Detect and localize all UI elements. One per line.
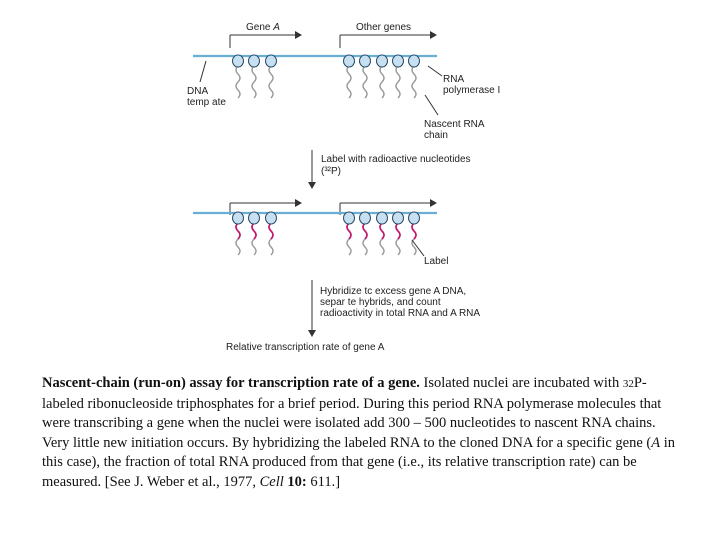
nascent-rna-chain <box>411 65 417 99</box>
caption-pages: 611.] <box>306 473 341 490</box>
rna-polymerase <box>343 211 355 225</box>
run-on-assay-diagram: Gene A Other genes DNA temp ate RNA poly… <box>187 22 500 353</box>
result-label: Relative transcription rate of gene A <box>226 342 385 353</box>
polymerase-row-bottom <box>232 211 420 256</box>
caption-volume: 10: <box>287 473 307 490</box>
caption-body-1: Isolated nuclei are incubated with <box>419 375 623 391</box>
gene-a-arrowhead-2 <box>295 199 302 207</box>
polymerase-pointer <box>427 65 443 77</box>
label-label: Label <box>424 256 448 267</box>
labeled-rna-segment <box>362 222 368 240</box>
nascent-rna-chain <box>362 65 368 99</box>
rna-polymerase <box>248 211 260 225</box>
step1-arrow: Label with radioactive nucleotides (³²P) <box>308 150 471 189</box>
labeled-rna-segment <box>251 222 257 240</box>
nascent-rna-chain <box>346 65 352 99</box>
top-panel: Gene A Other genes DNA temp ate RNA poly… <box>187 22 500 141</box>
labeled-rna-segment <box>268 222 274 240</box>
step2-arrow: Hybridize tc excess gene A DNA, separ te… <box>308 280 480 337</box>
rna-polymerase <box>376 54 388 68</box>
rna-polymerase <box>392 54 404 68</box>
bottom-panel: Label <box>193 199 448 267</box>
dna-template-label: DNA temp ate <box>187 86 226 108</box>
figure-caption: Nascent-chain (run-on) assay for transcr… <box>42 374 682 492</box>
caption-gene-letter: A <box>651 434 661 451</box>
rna-polymerase <box>232 54 244 68</box>
rna-polymerase <box>359 54 371 68</box>
other-genes-arrowhead-2 <box>430 199 437 207</box>
gene-a-arrowhead <box>295 31 302 39</box>
caption-title: Nascent-chain (run-on) assay for transcr… <box>42 375 420 391</box>
caption-journal: Cell <box>259 473 284 490</box>
nascent-rna-pointer <box>424 94 439 116</box>
rna-polymerase-label: RNA polymerase I <box>443 74 500 96</box>
step1-isotope: (³²P) <box>321 166 341 177</box>
rna-polymerase <box>408 211 420 225</box>
other-genes-label: Other genes <box>356 22 411 33</box>
rna-polymerase <box>343 54 355 68</box>
labeled-rna-segment <box>411 222 417 240</box>
label-pointer <box>411 239 425 257</box>
gene-a-label: Gene A <box>246 22 280 33</box>
caption-isotope: 32 <box>622 378 634 390</box>
step1-label: Label with radioactive nucleotides <box>321 154 471 165</box>
nascent-rna-chain <box>235 65 241 99</box>
rna-polymerase <box>359 211 371 225</box>
rna-polymerase <box>265 54 277 68</box>
rna-polymerase <box>376 211 388 225</box>
nascent-rna-chain <box>395 65 401 99</box>
rna-polymerase <box>248 54 260 68</box>
caption-body-3: in this case), the fraction of total RNA… <box>42 434 676 490</box>
caption-body-2: P-labeled ribonucleoside triphosphates f… <box>42 375 662 451</box>
rna-polymerase <box>392 211 404 225</box>
nascent-rna-chain <box>251 65 257 99</box>
polymerase-row-top <box>232 54 420 99</box>
nascent-rna-label: Nascent RNA chain <box>424 119 487 141</box>
dna-pointer <box>199 60 207 83</box>
labeled-rna-segment <box>235 222 241 240</box>
rna-polymerase <box>408 54 420 68</box>
labeled-rna-segment <box>346 222 352 240</box>
nascent-rna-chain <box>379 65 385 99</box>
nascent-rna-chain <box>268 65 274 99</box>
labeled-rna-segment <box>395 222 401 240</box>
rna-polymerase <box>265 211 277 225</box>
step2-label: Hybridize tc excess gene A DNA, separ te… <box>320 286 480 319</box>
labeled-rna-segment <box>379 222 385 240</box>
rna-polymerase <box>232 211 244 225</box>
other-genes-arrowhead <box>430 31 437 39</box>
